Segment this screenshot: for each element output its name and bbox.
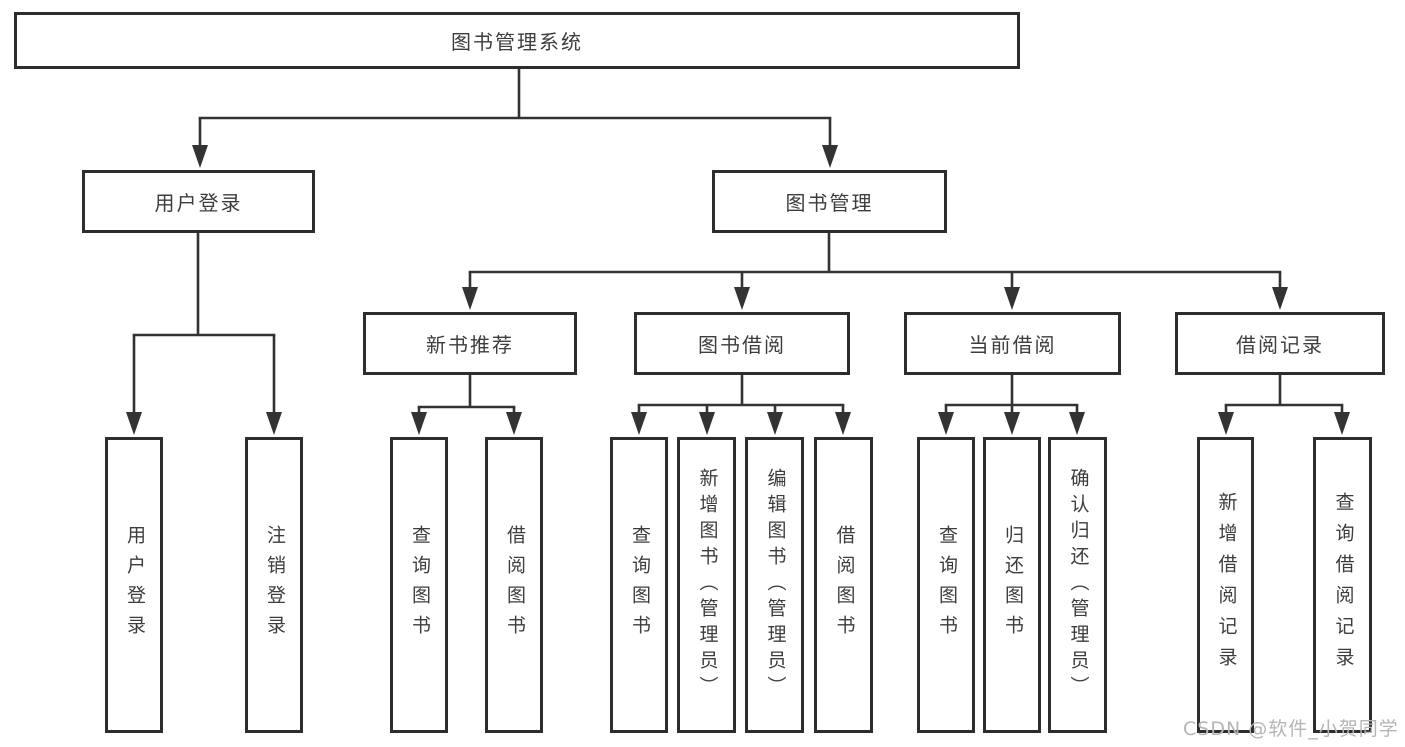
leaf-confirm-return-admin: 确认归还（管理员） <box>1048 437 1107 733</box>
node-new-book-recommend: 新书推荐 <box>363 312 577 375</box>
node-root-label: 图书管理系统 <box>451 30 583 54</box>
leaf-query-book-3: 查询图书 <box>917 437 975 733</box>
leaf-borrow-book-2: 借阅图书 <box>814 437 873 733</box>
leaf-add-borrow-record: 新增借阅记录 <box>1197 437 1254 733</box>
node-user-login-label: 用户登录 <box>154 191 243 215</box>
leaf-edit-book-admin: 编辑图书（管理员） <box>745 437 804 733</box>
node-user-login: 用户登录 <box>82 170 315 233</box>
leaf-query-book-1-label: 查询图书 <box>408 525 431 645</box>
leaf-borrow-book-2-label: 借阅图书 <box>833 525 856 645</box>
leaf-return-book: 归还图书 <box>983 437 1041 733</box>
leaf-query-book-1: 查询图书 <box>390 437 448 733</box>
node-new-book-recommend-label: 新书推荐 <box>426 333 514 357</box>
leaf-query-borrow-record-label: 查询借阅记录 <box>1332 492 1355 678</box>
node-book-borrow: 图书借阅 <box>634 312 850 375</box>
leaf-logout-label: 注销登录 <box>263 525 286 645</box>
node-book-borrow-label: 图书借阅 <box>698 333 786 357</box>
leaf-user-login-label: 用户登录 <box>123 525 146 645</box>
node-current-borrow: 当前借阅 <box>904 312 1121 375</box>
leaf-user-login: 用户登录 <box>105 437 163 733</box>
leaf-borrow-book-1-label: 借阅图书 <box>503 525 526 645</box>
watermark: CSDN @软件_小贺同学 <box>1183 718 1399 740</box>
node-current-borrow-label: 当前借阅 <box>968 333 1057 357</box>
leaf-add-borrow-record-label: 新增借阅记录 <box>1215 492 1238 678</box>
node-book-management-label: 图书管理 <box>785 191 874 215</box>
leaf-add-book-admin-label: 新增图书（管理员） <box>696 468 719 702</box>
leaf-return-book-label: 归还图书 <box>1001 525 1024 645</box>
leaf-query-borrow-record: 查询借阅记录 <box>1313 437 1372 733</box>
node-book-management: 图书管理 <box>712 170 947 233</box>
leaf-query-book-3-label: 查询图书 <box>935 525 958 645</box>
leaf-query-book-2: 查询图书 <box>610 437 668 733</box>
leaf-query-book-2-label: 查询图书 <box>628 525 651 645</box>
leaf-edit-book-admin-label: 编辑图书（管理员） <box>764 468 787 702</box>
leaf-confirm-return-admin-label: 确认归还（管理员） <box>1067 468 1090 702</box>
leaf-borrow-book-1: 借阅图书 <box>485 437 543 733</box>
node-borrow-record-label: 借阅记录 <box>1236 333 1324 357</box>
leaf-logout: 注销登录 <box>245 437 303 733</box>
leaf-add-book-admin: 新增图书（管理员） <box>677 437 736 733</box>
node-root: 图书管理系统 <box>14 12 1020 69</box>
node-borrow-record: 借阅记录 <box>1175 312 1385 375</box>
